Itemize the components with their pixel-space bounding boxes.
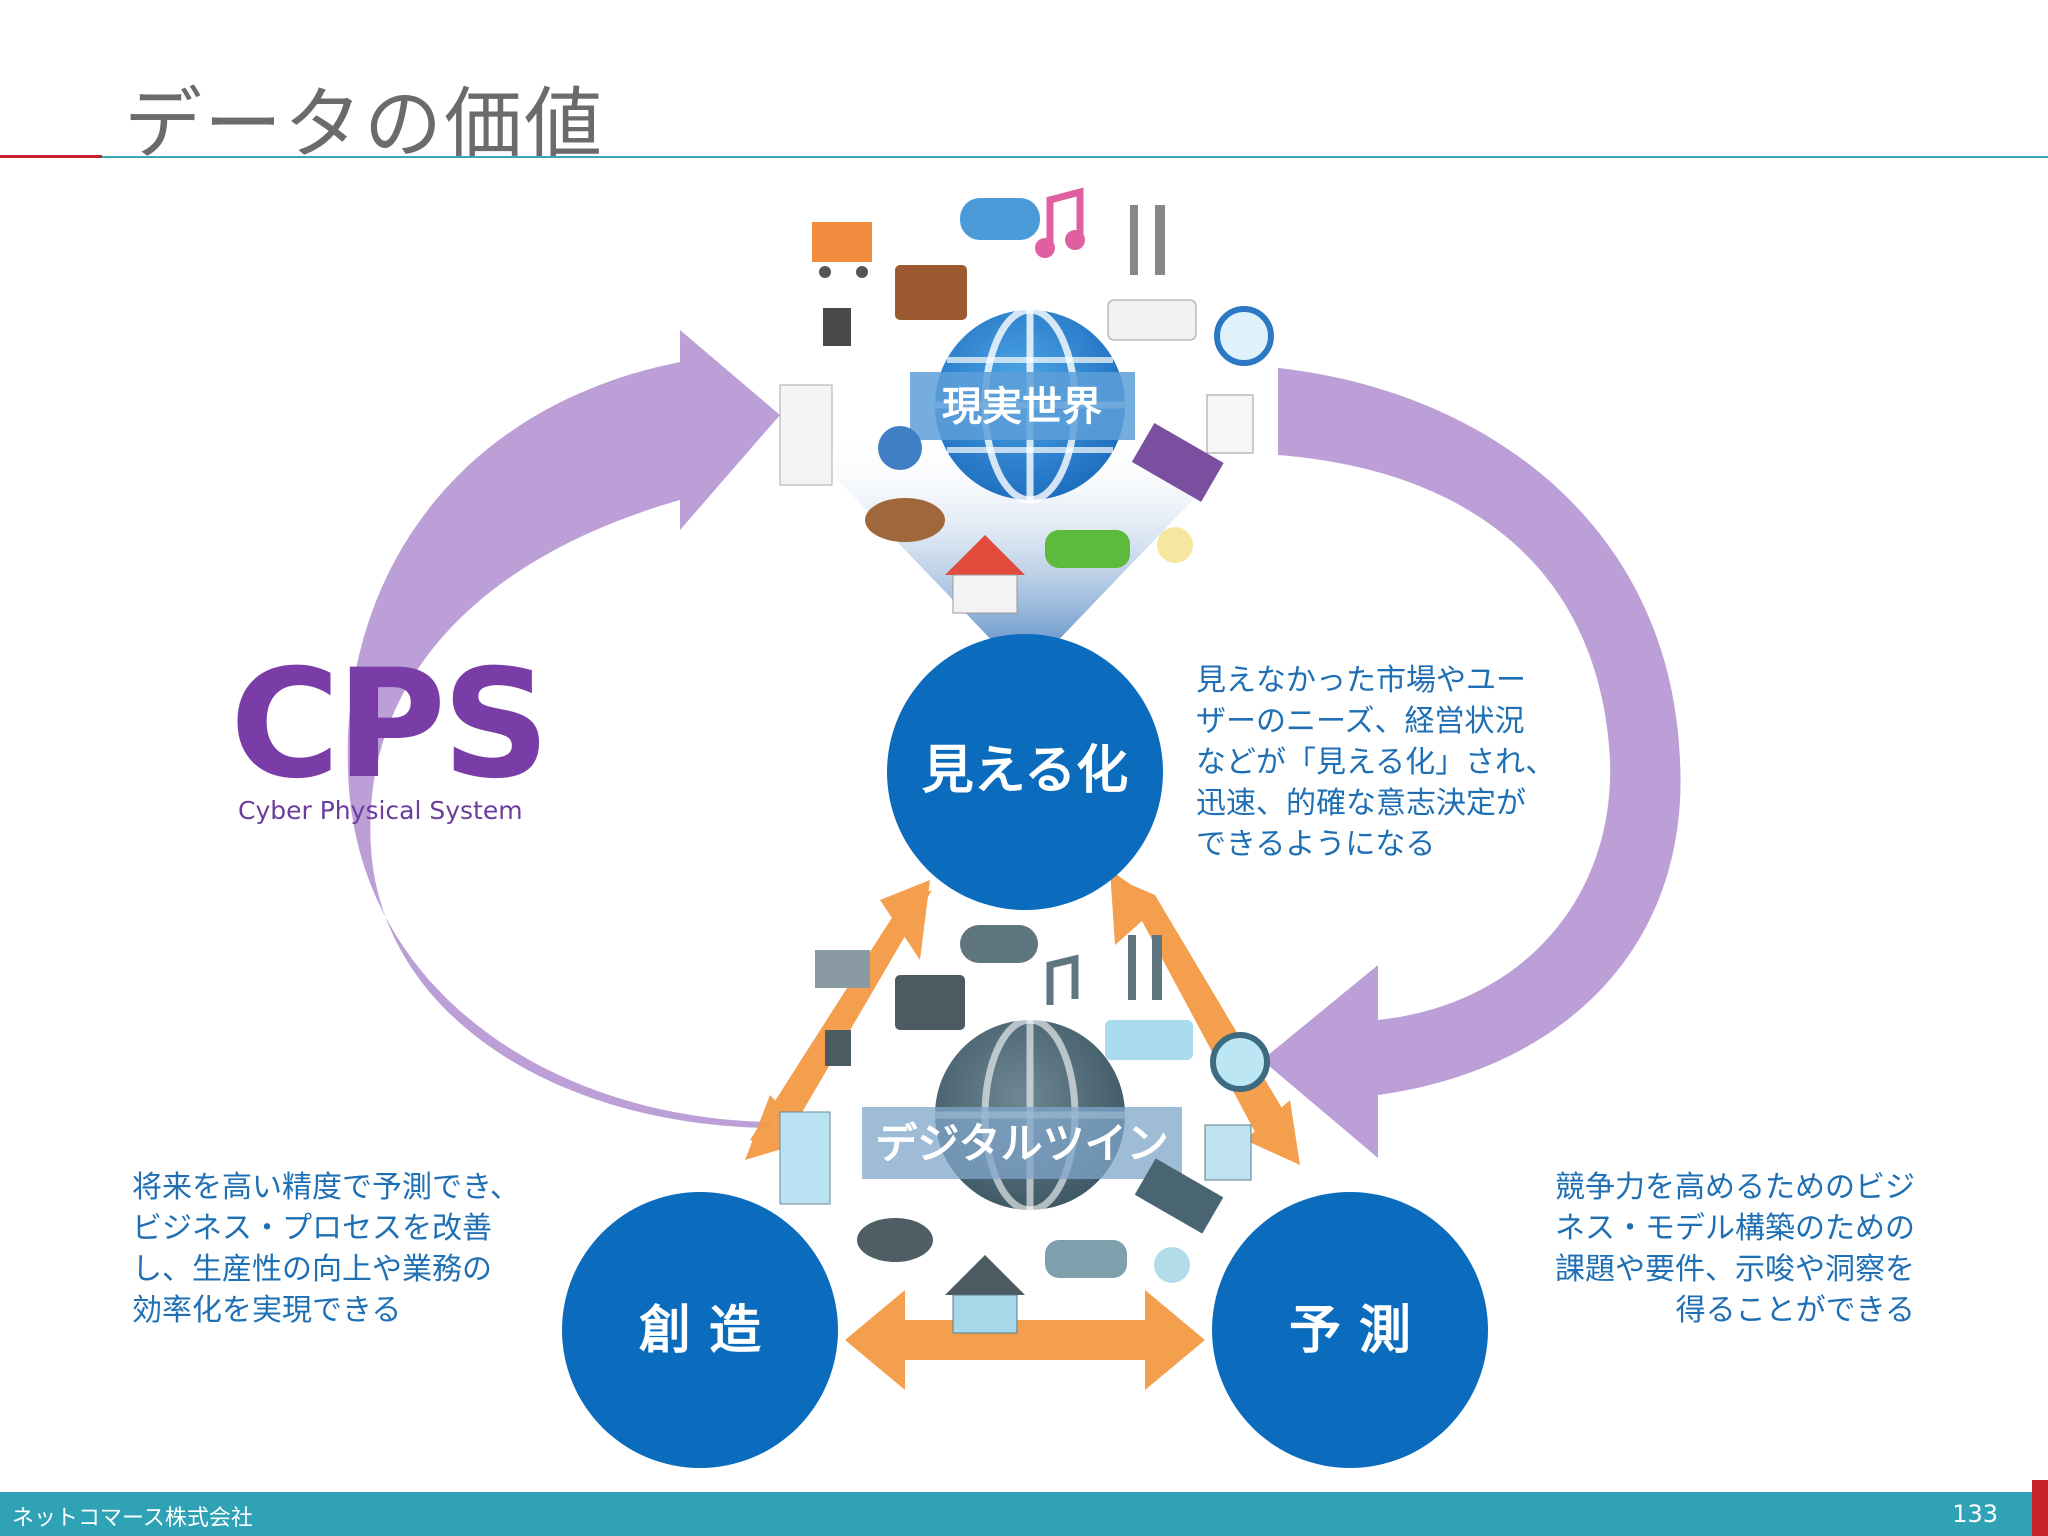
description-line: 効率化を実現できる	[132, 1293, 402, 1328]
cutlery-icon	[1130, 205, 1165, 275]
description-line: 迅速、的確な意志決定が	[1196, 786, 1526, 821]
slide-title: データの価値	[124, 80, 605, 170]
car-icon	[1045, 1240, 1127, 1278]
description-line: 得ることができる	[1675, 1293, 1915, 1328]
car-icon	[1045, 530, 1130, 568]
visualize-circle	[887, 634, 1163, 910]
plug-icon	[823, 308, 851, 346]
real-world-label: 現実世界	[942, 384, 1102, 430]
description-line: し、生産性の向上や業務の	[132, 1252, 492, 1287]
predict-circle	[1212, 1192, 1488, 1468]
plug-icon	[825, 1030, 851, 1066]
document-icon	[1204, 1124, 1252, 1181]
create-label: 創 造	[639, 1301, 761, 1361]
create-description: 将来を高い精度で予測でき、 ビジネス・プロセスを改善 し、生産性の向上や業務の …	[132, 1167, 520, 1331]
clock-icon	[1214, 306, 1274, 366]
cps-block: CPS Cyber Physical System	[230, 638, 550, 825]
visualize-label: 見える化	[922, 741, 1128, 801]
description-line: ネス・モデル構築のための	[1555, 1211, 1915, 1246]
refrigerator-icon	[779, 1111, 831, 1205]
dog-icon	[857, 1218, 933, 1262]
cps-subtitle: Cyber Physical System	[238, 796, 523, 825]
phone-icon	[878, 426, 922, 470]
description-line: 課題や要件、示唆や洞察を	[1555, 1252, 1915, 1287]
footer-company: ネットコマース株式会社	[12, 1506, 253, 1531]
house-icon	[945, 1255, 1025, 1334]
description-line: 競争力を高めるためのビジ	[1555, 1170, 1915, 1205]
footer-bar	[0, 1492, 2048, 1536]
refrigerator-icon	[779, 384, 833, 486]
visualize-description: 見えなかった市場やユー ザーのニーズ、経営状況 などが「見える化」され、 迅速、…	[1196, 660, 1555, 865]
music-note-icon	[1035, 187, 1085, 258]
lightbulb-icon	[1157, 527, 1193, 563]
briefcase-icon	[895, 975, 965, 1030]
gamepad-icon	[960, 925, 1038, 963]
cycle-arrow-left	[347, 330, 780, 1128]
lightbulb-icon	[1154, 1247, 1190, 1283]
digital-twin-label-bg	[862, 1107, 1182, 1179]
funnel-triangle	[790, 430, 1260, 675]
briefcase-icon	[895, 265, 967, 320]
predict-label: 予 測	[1289, 1301, 1411, 1361]
dog-icon	[865, 498, 945, 542]
description-line: できるようになる	[1196, 827, 1436, 862]
title-underline-red	[0, 155, 102, 158]
air-conditioner-icon	[1107, 299, 1197, 341]
title-underline-teal	[102, 156, 2048, 158]
description-line: 見えなかった市場やユー	[1196, 663, 1526, 698]
description-line: 将来を高い精度で予測でき、	[132, 1170, 520, 1205]
air-conditioner-icon	[1105, 1020, 1193, 1060]
clock-icon	[1210, 1032, 1270, 1092]
cycle-arrow-right	[1262, 368, 1681, 1158]
digital-twin-label: デジタルツイン	[875, 1119, 1168, 1168]
keyboard-icon	[1134, 1158, 1224, 1234]
description-line: ザーのニーズ、経営状況	[1196, 704, 1525, 739]
cutlery-icon	[1128, 935, 1162, 1000]
music-note-icon	[1046, 954, 1079, 1005]
keyboard-icon	[1131, 422, 1224, 502]
shopping-cart-icon	[812, 222, 872, 278]
cps-title: CPS	[230, 638, 550, 812]
shopping-cart-icon	[815, 950, 870, 988]
predict-description: 競争力を高めるためのビジ ネス・モデル構築のための 課題や要件、示唆や洞察を 得…	[1500, 1167, 1915, 1331]
create-circle	[562, 1192, 838, 1468]
gamepad-icon	[960, 198, 1040, 240]
description-line: ビジネス・プロセスを改善	[132, 1211, 492, 1246]
page-number: 133	[1952, 1500, 1998, 1528]
description-line: などが「見える化」され、	[1196, 745, 1556, 780]
document-icon	[1206, 394, 1254, 454]
house-icon	[945, 535, 1025, 614]
real-world-label-bg	[910, 372, 1135, 440]
footer-red-accent	[2032, 1480, 2048, 1536]
